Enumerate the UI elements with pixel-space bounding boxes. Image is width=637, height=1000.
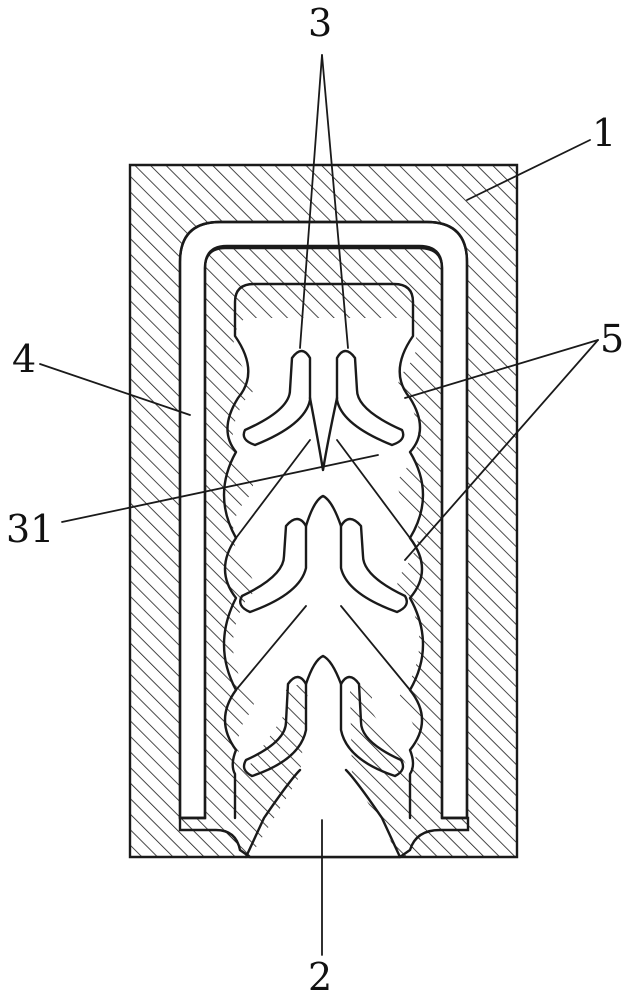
leader-4 [39, 363, 191, 416]
leader-5b [404, 339, 599, 561]
fin-top-right [335, 349, 405, 447]
seal-body-hatched [180, 246, 467, 857]
sealing-fins [239, 349, 408, 778]
leader-3a [299, 54, 323, 349]
leader-5a [404, 339, 599, 399]
central-web-diag-right-1 [336, 439, 411, 539]
central-web-diag-left-2 [235, 605, 307, 691]
label-part-3: 3 [308, 1, 332, 45]
central-web-diag-right-2 [340, 605, 411, 691]
lower-lip-left [244, 768, 302, 859]
label-part-2: 2 [308, 955, 332, 999]
fin-top-left [242, 349, 312, 447]
central-web-neck-2 [304, 654, 343, 686]
fin-bottom-right [339, 675, 405, 778]
fin-mid-left [239, 517, 308, 614]
lower-lip-right [344, 768, 402, 859]
leader-3b [321, 54, 349, 349]
label-part-31: 31 [6, 507, 54, 551]
seal-cavity-outline [222, 282, 425, 820]
leader-lines [39, 54, 599, 956]
central-web-diag-left-1 [235, 439, 311, 539]
label-part-4: 4 [12, 337, 36, 381]
central-web-neck-1 [304, 494, 343, 528]
label-part-5: 5 [600, 317, 624, 361]
fin-mid-right [339, 517, 408, 614]
leader-31 [61, 454, 379, 523]
label-part-1: 1 [592, 111, 616, 155]
leader-1 [466, 139, 591, 201]
central-web [308, 396, 339, 472]
metal-clip-outer [178, 220, 469, 820]
fin-bottom-left [242, 675, 308, 778]
